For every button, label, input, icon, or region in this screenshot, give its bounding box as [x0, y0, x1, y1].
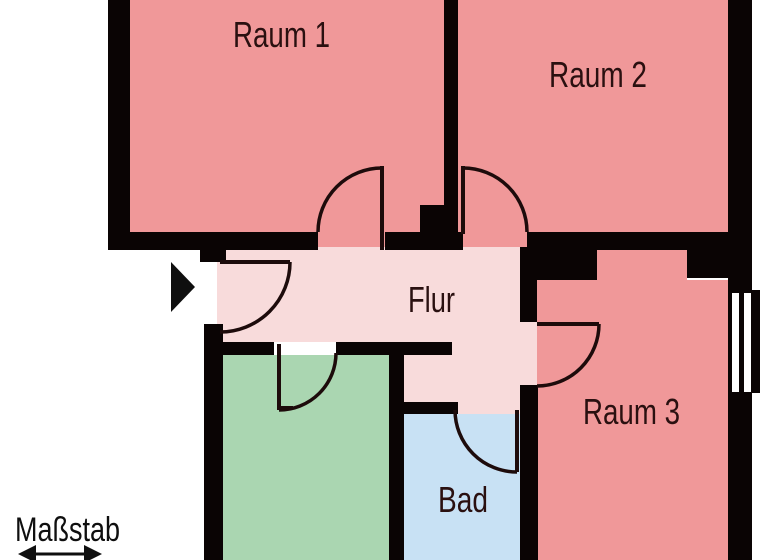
room-flur-floor-right-strip	[452, 342, 520, 355]
room-flur-floor-lower	[404, 355, 520, 402]
scale-arrow-left-head	[18, 545, 36, 560]
wall-bottom-left-segment	[108, 232, 318, 250]
wall-bad-top	[404, 402, 458, 414]
wall-center-pillar	[420, 205, 458, 232]
doorway-bad-gap	[458, 402, 522, 414]
window-inner-line	[728, 293, 732, 392]
wall-raum1-raum2-separator	[444, 0, 458, 205]
room-label-flur: Flur	[408, 279, 455, 320]
room-label-bad: Bad	[438, 479, 488, 520]
wall-green-top-left	[204, 342, 274, 355]
entrance-arrow-icon	[171, 262, 195, 312]
doorway-raum1-gap	[318, 232, 385, 250]
wall-right-lower	[728, 392, 752, 560]
doorway-raum2-gap	[463, 232, 527, 250]
room-raum3-floor	[537, 280, 728, 560]
wall-green-left	[204, 324, 223, 560]
wall-right-upper	[728, 0, 752, 293]
window-outer-line	[751, 290, 760, 393]
entrance-door-arc	[219, 261, 292, 334]
room-label-raum1: Raum 1	[233, 14, 330, 55]
raum2-door-arc	[462, 166, 529, 233]
wall-bottom-right-segment	[527, 232, 752, 250]
window-middle-line	[739, 293, 744, 392]
wall-flur-raum3-lower	[520, 385, 538, 560]
doorway-raum3-gap	[520, 322, 537, 385]
room-raum3-recess	[597, 248, 687, 280]
room-raum1-floor	[130, 0, 444, 232]
raum3-door-arc	[536, 323, 601, 388]
room-label-raum2: Raum 2	[549, 54, 647, 95]
room-green-floor	[223, 355, 389, 560]
wall-green-right	[389, 342, 404, 560]
wall-bottom-middle-segment	[385, 232, 463, 250]
scale-arrow-right-head	[84, 545, 102, 560]
scale-label: Maßstab	[15, 511, 120, 549]
wall-raum3-top-block-left	[520, 247, 597, 280]
wall-raum3-top-block-right	[687, 247, 730, 278]
wall-raum1-left	[108, 0, 130, 250]
wall-entrance-cap	[200, 244, 226, 262]
room-label-raum3: Raum 3	[583, 391, 680, 432]
room-raum2-floor	[458, 0, 728, 232]
bad-door-arc	[453, 409, 518, 474]
raum1-door-arc	[316, 166, 383, 233]
